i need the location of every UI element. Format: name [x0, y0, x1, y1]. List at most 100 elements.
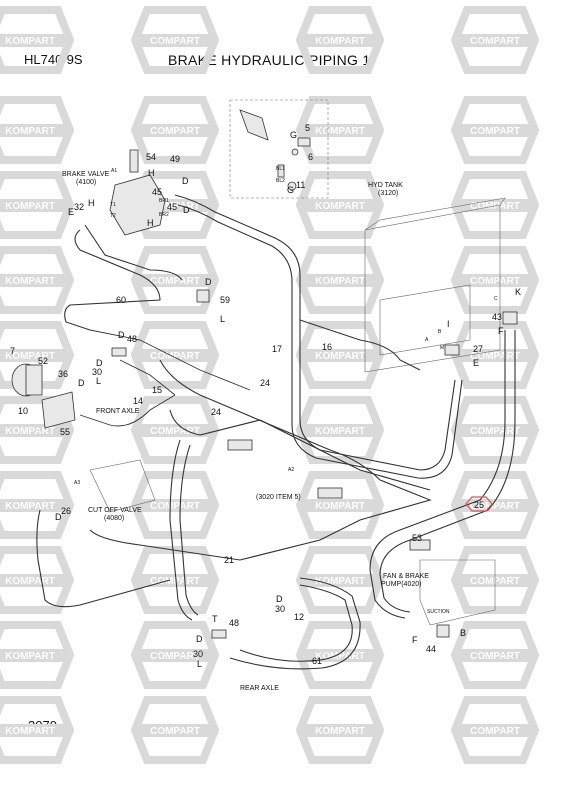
page-title: BRAKE HYDRAULIC PIPING 1: [168, 52, 371, 68]
callout-sBR2: BR2: [159, 212, 169, 218]
watermark-text: KOMPART: [315, 576, 365, 587]
callout-n27: 27: [473, 344, 483, 354]
watermark-band: [135, 499, 215, 512]
callout-nD2: D: [183, 205, 190, 215]
callout-brake_valve_ref: (4100): [76, 179, 96, 186]
callout-nH3: H: [147, 218, 154, 228]
callout-n30a: 30: [92, 367, 102, 377]
watermark-band: [300, 574, 380, 587]
callout-nD7: D: [55, 512, 62, 522]
callout-nH2: H: [88, 198, 95, 208]
callout-nD4: D: [78, 378, 85, 388]
callout-suction: SUCTION: [427, 609, 450, 615]
callout-sA2: A2: [288, 467, 294, 473]
callout-n48b: 48: [229, 618, 239, 628]
callout-highlighted-25[interactable]: 25: [474, 500, 484, 510]
callout-sBL2: BL2: [276, 178, 285, 184]
callout-n44: 44: [426, 644, 436, 654]
callout-n45a: 45: [152, 187, 162, 197]
callout-sB: B: [438, 329, 442, 335]
callout-n30b: 30: [275, 604, 285, 614]
watermark-band: [455, 199, 535, 212]
watermark-text: KOMPART: [5, 651, 55, 662]
callout-nD8: D: [276, 594, 283, 604]
callout-n43: 43: [492, 312, 502, 322]
callout-rear_axle: REAR AXLE: [240, 685, 279, 692]
callout-n48a: 48: [127, 334, 137, 344]
watermark-text: COMPART: [150, 576, 200, 587]
watermark-text: COMPART: [150, 726, 200, 737]
watermark-band: [135, 274, 215, 287]
callout-nF2: F: [412, 635, 418, 645]
accumulator-7: [11, 363, 76, 429]
watermark-band: [455, 124, 535, 137]
watermark-band: [0, 199, 70, 212]
watermark-band: [300, 199, 380, 212]
watermark-text: COMPART: [470, 126, 520, 137]
callout-n12: 12: [294, 612, 304, 622]
watermark-text: KOMPART: [315, 276, 365, 287]
callout-ref_3020: (3020 ITEM 5): [256, 494, 301, 501]
watermark-band: [455, 724, 535, 737]
watermark-band: [135, 349, 215, 362]
callout-n10: 10: [18, 406, 28, 416]
callout-sBL1: BL1: [276, 166, 285, 172]
callout-nD5: D: [118, 330, 125, 340]
pump-drawing: [409, 539, 496, 626]
watermark-band: [300, 424, 380, 437]
watermark-band: [300, 34, 380, 47]
watermark-text: COMPART: [470, 651, 520, 662]
callout-sA: A: [425, 337, 429, 343]
callout-n61: 61: [312, 656, 322, 666]
watermark-text: COMPART: [150, 201, 200, 212]
watermark-text: COMPART: [150, 351, 200, 362]
callout-nD6: D: [96, 358, 103, 368]
callout-n7: 7: [10, 346, 15, 356]
watermark-text: COMPART: [470, 201, 520, 212]
callout-n54: 54: [146, 152, 156, 162]
watermark-text: KOMPART: [315, 126, 365, 137]
callout-n49: 49: [170, 154, 180, 164]
watermark-logo: [0, 6, 75, 74]
watermark-band: [0, 124, 70, 137]
watermark-text: COMPART: [150, 426, 200, 437]
callout-sA1: A1: [111, 168, 117, 174]
watermark-text: KOMPART: [5, 726, 55, 737]
watermark-text: KOMPART: [315, 651, 365, 662]
watermark-band: [455, 649, 535, 662]
watermark-text: COMPART: [470, 276, 520, 287]
callout-n26: 26: [61, 506, 71, 516]
detail-box: [229, 99, 329, 199]
callout-nB: B: [460, 628, 466, 638]
watermark-text: KOMPART: [315, 726, 365, 737]
watermark-text: KOMPART: [5, 126, 55, 137]
callout-n6: 6: [308, 152, 313, 162]
callout-hyd_tank_ref: (3120): [378, 190, 398, 197]
cut-off-valve-drawing: [89, 459, 156, 513]
watermark-text: KOMPART: [315, 36, 365, 47]
watermark-text: COMPART: [150, 126, 200, 137]
callout-n60: 60: [116, 295, 126, 305]
callout-fan_brake_pump: FAN & BRAKE: [383, 573, 429, 580]
watermark-logo: [0, 96, 75, 164]
callout-nK: K: [515, 287, 521, 297]
callout-nD9: D: [196, 634, 203, 644]
callout-fan_brake_pump_ref: PUMP(4020): [381, 581, 421, 588]
callout-n53: 53: [412, 533, 422, 543]
callout-nH1: H: [148, 168, 155, 178]
detail-fittings: [239, 109, 311, 191]
watermark-band: [300, 649, 380, 662]
callout-n24b: 24: [211, 407, 221, 417]
callout-n16: 16: [322, 342, 332, 352]
callout-n45b: 45: [167, 202, 177, 212]
watermark-text: KOMPART: [5, 576, 55, 587]
callout-sT2: T2: [110, 213, 116, 219]
watermark-text: COMPART: [150, 36, 200, 47]
callout-n5: 5: [305, 123, 310, 133]
pipe-network: [36, 194, 516, 670]
watermark-band: [135, 124, 215, 137]
callout-nE2: E: [473, 358, 479, 368]
watermark-text: COMPART: [470, 726, 520, 737]
callout-nT: T: [212, 614, 218, 624]
